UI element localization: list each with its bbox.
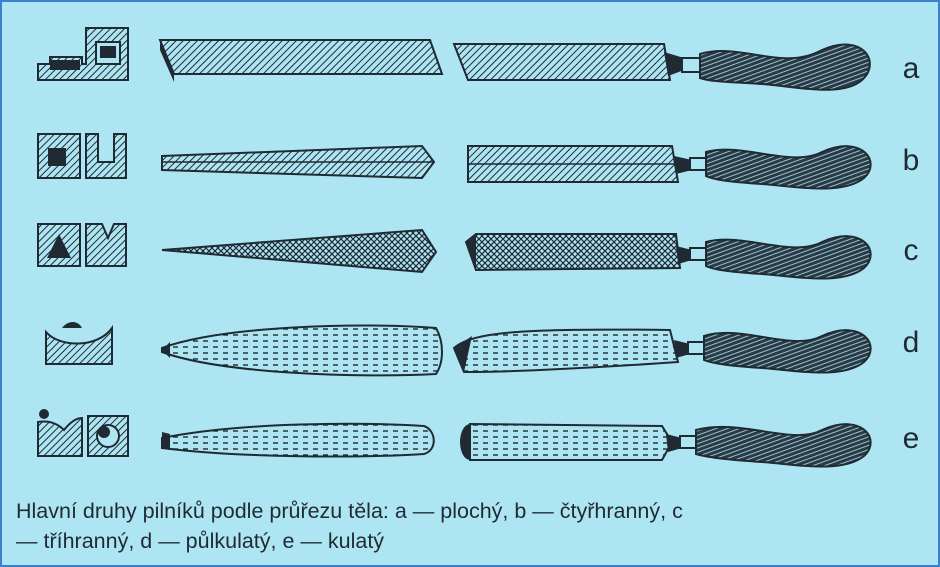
caption-line-2: — tříhranný, d — půlkulatý, e — kulatý [16,526,931,556]
row-label-c: c [886,234,936,268]
file-blade-a [160,40,442,82]
row-label-a: a [886,52,936,86]
file-with-handle-e [460,424,871,467]
row-label-e: e [886,422,936,456]
file-blade-d [162,325,442,375]
cross-section-a [38,28,128,80]
row-a-illustration [38,28,870,90]
row-e-illustration [38,409,871,467]
row-d-illustration [46,322,871,375]
file-with-handle-c [466,234,871,279]
row-label-b: b [886,144,936,178]
file-blade-b [162,146,434,178]
caption-line-1: Hlavní druhy pilníků podle průřezu těla:… [16,496,931,526]
cross-section-d [46,322,112,364]
file-blade-c [162,230,436,272]
file-with-handle-b [468,146,871,189]
file-with-handle-a [454,44,870,90]
cross-section-e [38,409,128,456]
row-label-d: d [886,326,936,360]
figure-caption: Hlavní druhy pilníků podle průřezu těla:… [16,496,931,556]
row-c-illustration [38,224,871,279]
cross-section-b [38,134,126,178]
row-b-illustration [38,134,871,189]
cross-section-c [38,224,126,266]
file-blade-e [162,424,434,457]
file-with-handle-d [454,330,871,373]
